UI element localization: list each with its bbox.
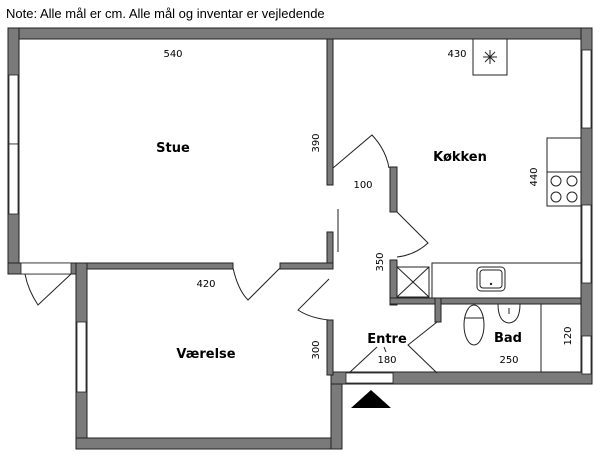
wall-bad-stub bbox=[434, 297, 442, 323]
washbasin-icon bbox=[497, 303, 521, 324]
dim-bad-width: 250 bbox=[499, 355, 518, 366]
dim-vaerelse-height: 300 bbox=[311, 340, 322, 359]
room-label-kokken: Køkken bbox=[433, 150, 487, 165]
kitchen-counter-bottom bbox=[431, 262, 582, 299]
door-balcony bbox=[24, 273, 72, 306]
floorplan-note: Note: Alle mål er cm. Alle mål og invent… bbox=[6, 6, 325, 21]
dim-kokken-width: 430 bbox=[447, 49, 466, 60]
windows bbox=[8, 49, 592, 393]
shower-icon bbox=[396, 266, 430, 298]
dim-entre-width: 180 bbox=[377, 355, 396, 366]
entrance-door-frame bbox=[345, 372, 394, 384]
stove-icon bbox=[550, 175, 578, 203]
ceiling-light-icon bbox=[483, 50, 497, 64]
wall-stue-vaerelse-a bbox=[86, 262, 234, 270]
wall-bottom-vaerelse bbox=[75, 437, 342, 450]
exterior-walls bbox=[7, 27, 593, 450]
room-label-entre: Entre bbox=[367, 332, 407, 347]
wall-bottom-entre-bad bbox=[330, 371, 593, 385]
door-kokken-entre bbox=[396, 211, 429, 258]
door-vaerelse-entre bbox=[297, 278, 330, 321]
wall-stue-vaerelse-b bbox=[279, 262, 334, 270]
interior-walls bbox=[86, 38, 582, 376]
ceiling-light-box bbox=[472, 38, 508, 76]
toilet-icon bbox=[463, 304, 485, 346]
window-bad bbox=[581, 335, 592, 375]
door-stue-kokken bbox=[332, 134, 390, 169]
dim-vaerelse-width: 420 bbox=[196, 279, 215, 290]
kitchen-fixtures bbox=[431, 38, 582, 299]
window-stue-door bbox=[20, 262, 72, 275]
room-label-stue: Stue bbox=[156, 141, 190, 156]
window-stue-1 bbox=[8, 74, 19, 145]
room-label-bad: Bad bbox=[494, 331, 522, 346]
dim-entre-height: 350 bbox=[375, 252, 386, 271]
door-vaerelse-stue bbox=[232, 267, 281, 301]
door-bad bbox=[407, 321, 438, 374]
kitchen-sink-icon bbox=[476, 266, 506, 292]
entrance-marker-icon bbox=[351, 390, 391, 408]
dim-bad-height: 120 bbox=[563, 326, 574, 345]
wall-kokken-bad bbox=[389, 297, 582, 305]
wall-top bbox=[7, 27, 593, 40]
doors bbox=[24, 134, 438, 374]
wall-stue-kokken bbox=[326, 38, 334, 186]
dim-stue-height: 390 bbox=[311, 133, 322, 152]
window-kokken-2 bbox=[581, 204, 592, 284]
window-stue-2 bbox=[8, 143, 19, 215]
room-label-vaerelse: Værelse bbox=[176, 347, 235, 362]
wall-kokken-gang bbox=[389, 166, 398, 213]
entre-pointer bbox=[348, 346, 387, 374]
dim-gang-width: 100 bbox=[353, 180, 372, 191]
window-vaerelse bbox=[76, 321, 87, 393]
dim-kokken-height: 440 bbox=[529, 167, 540, 186]
wall-stue-entre bbox=[326, 231, 334, 265]
wall-vaerelse-entre bbox=[326, 319, 334, 376]
bathroom-fixtures bbox=[463, 303, 542, 372]
dim-stue-width: 540 bbox=[163, 49, 182, 60]
window-kokken-1 bbox=[581, 49, 592, 129]
